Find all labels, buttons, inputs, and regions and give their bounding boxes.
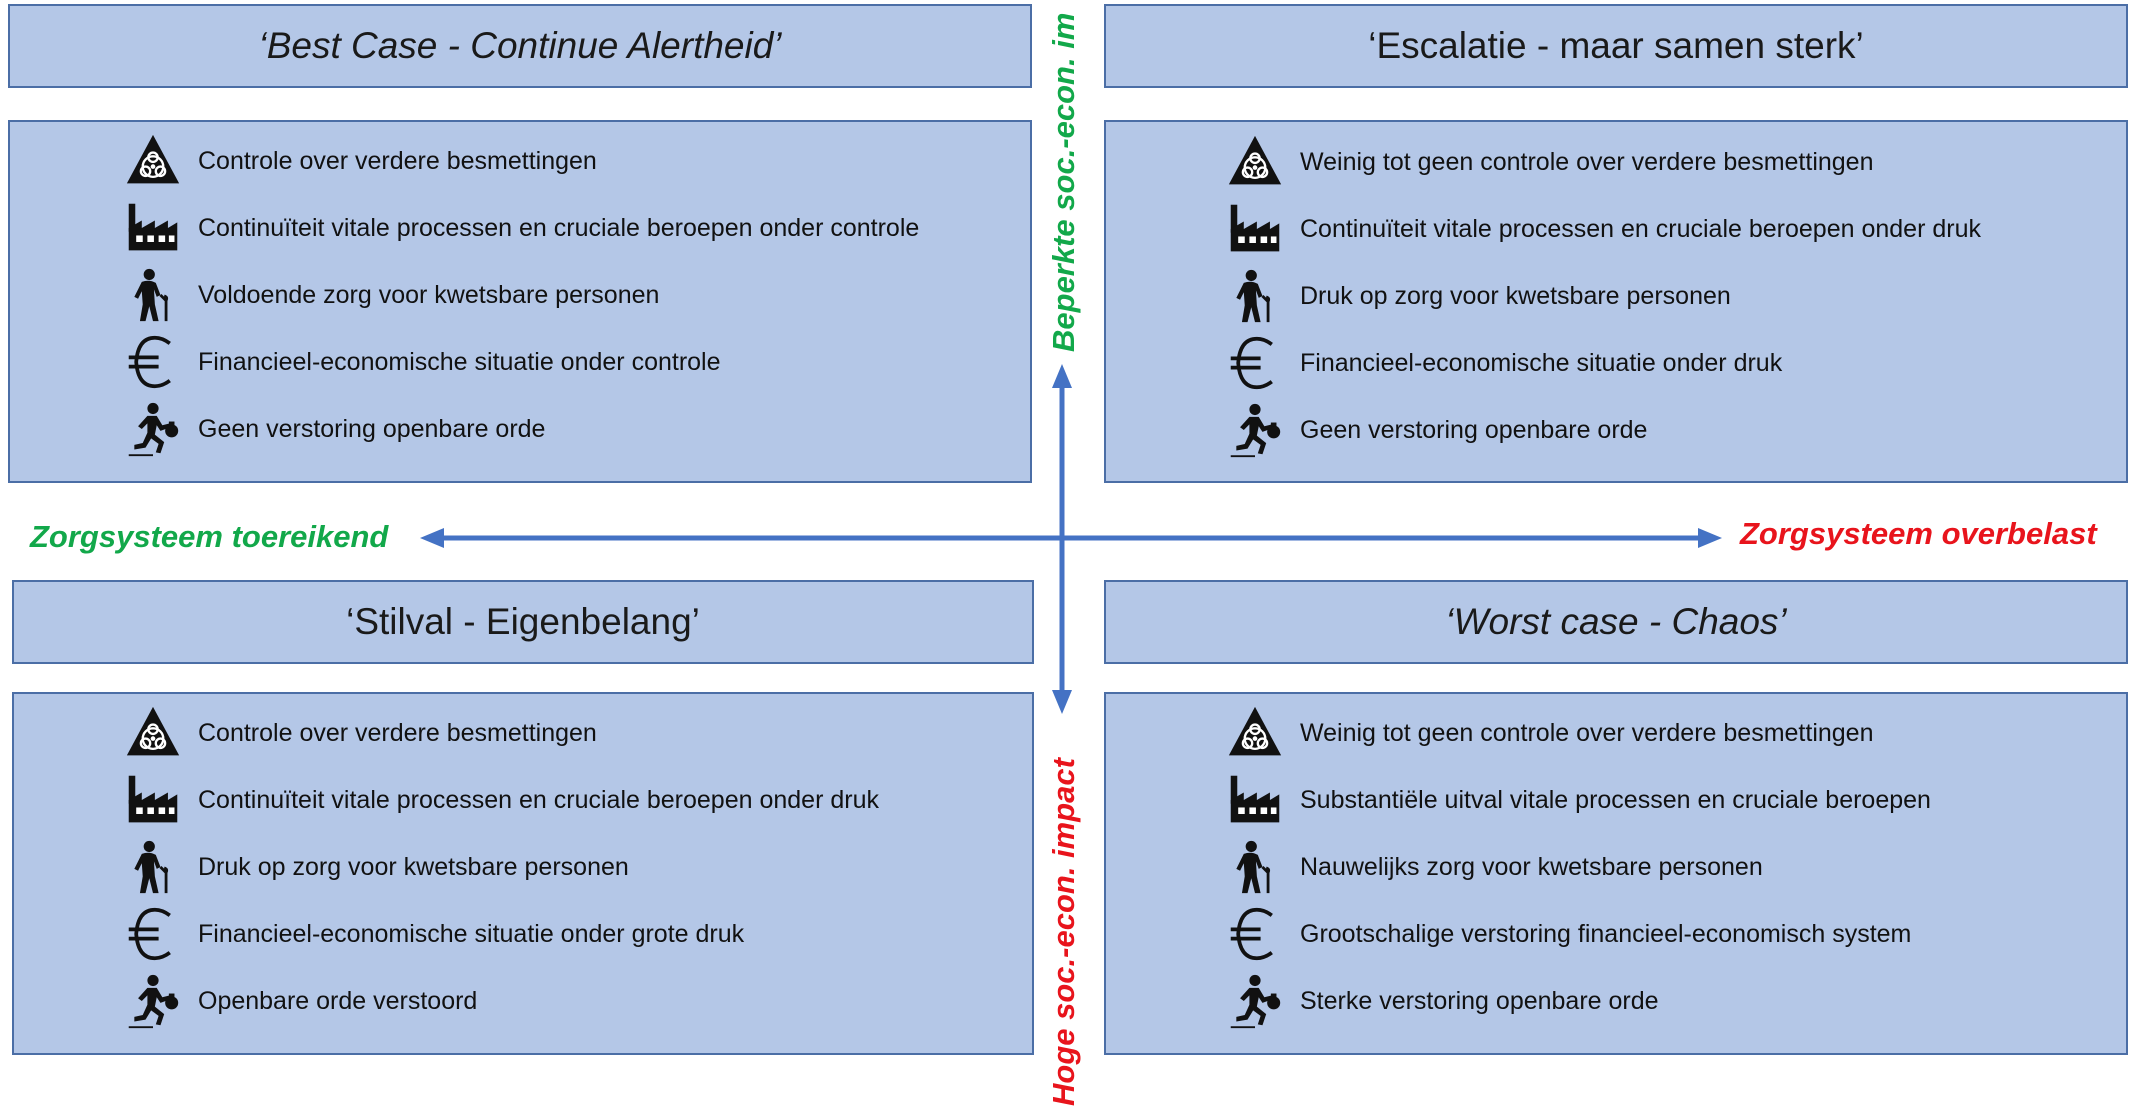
item-text: Continuïteit vitale processen en crucial… [1300, 214, 1981, 243]
scenario-title: ‘Stilval - Eigenbelang’ [346, 601, 700, 642]
item-text: Substantiële uitval vitale processen en … [1300, 785, 1931, 814]
list-item: Weinig tot geen controle over verdere be… [1224, 131, 1874, 193]
axis-label-top: Beperkte soc.-econ. im [1046, 12, 1081, 352]
list-item: Financieel-economische situatie onder co… [122, 331, 721, 393]
euro-icon [1224, 332, 1286, 394]
list-item: Financieel-economische situatie onder gr… [122, 903, 744, 965]
item-text: Weinig tot geen controle over verdere be… [1300, 718, 1874, 747]
quadrant-title-bottom-left: ‘Stilval - Eigenbelang’ [12, 580, 1034, 664]
item-text: Geen verstoring openbare orde [198, 414, 546, 443]
quadrant-items-top-right: Weinig tot geen controle over verdere be… [1104, 120, 2128, 483]
list-item: Nauwelijks zorg voor kwetsbare personen [1224, 836, 1763, 898]
item-text: Financieel-economische situatie onder dr… [1300, 348, 1783, 377]
vertical-axis-arrow [1052, 364, 1072, 714]
running-thief-icon [122, 970, 184, 1032]
euro-icon [122, 331, 184, 393]
list-item: Weinig tot geen controle over verdere be… [1224, 702, 1874, 764]
item-text: Druk op zorg voor kwetsbare personen [198, 852, 629, 881]
factory-icon [1224, 769, 1286, 831]
horizontal-axis-arrow [420, 528, 1722, 548]
list-item: Sterke verstoring openbare orde [1224, 970, 1659, 1032]
item-text: Controle over verdere besmettingen [198, 718, 597, 747]
item-text: Nauwelijks zorg voor kwetsbare personen [1300, 852, 1763, 881]
running-thief-icon [1224, 399, 1286, 461]
list-item: Continuïteit vitale processen en crucial… [122, 769, 879, 831]
quadrant-title-top-right: ‘Escalatie - maar samen sterk’ [1104, 4, 2128, 88]
item-text: Weinig tot geen controle over verdere be… [1300, 147, 1874, 176]
item-text: Grootschalige verstoring financieel-econ… [1300, 919, 1912, 948]
list-item: Druk op zorg voor kwetsbare personen [122, 836, 629, 898]
biohazard-icon [122, 702, 184, 764]
biohazard-icon [1224, 702, 1286, 764]
quadrant-title-bottom-right: ‘Worst case - Chaos’ [1104, 580, 2128, 664]
scenario-title: ‘Escalatie - maar samen sterk’ [1368, 25, 1864, 66]
list-item: Geen verstoring openbare orde [122, 398, 545, 460]
item-text: Continuïteit vitale processen en crucial… [198, 785, 879, 814]
factory-icon [122, 769, 184, 831]
list-item: Continuïteit vitale processen en crucial… [122, 197, 919, 259]
elderly-person-icon [122, 264, 184, 326]
scenario-title: ‘Best Case - Continue Alertheid’ [258, 25, 782, 66]
list-item: Openbare orde verstoord [122, 970, 477, 1032]
quadrant-items-top-left: Controle over verdere besmettingen Conti… [8, 120, 1032, 483]
list-item: Controle over verdere besmettingen [122, 702, 597, 764]
biohazard-icon [1224, 131, 1286, 193]
axis-label-bottom: Hoge soc.-econ. impact [1046, 758, 1081, 1106]
item-text: Financieel-economische situatie onder gr… [198, 919, 745, 948]
list-item: Voldoende zorg voor kwetsbare personen [122, 264, 659, 326]
item-text: Druk op zorg voor kwetsbare personen [1300, 281, 1731, 310]
list-item: Controle over verdere besmettingen [122, 130, 597, 192]
item-text: Sterke verstoring openbare orde [1300, 986, 1659, 1015]
elderly-person-icon [122, 836, 184, 898]
list-item: Continuïteit vitale processen en crucial… [1224, 198, 1981, 260]
scenario-title: ‘Worst case - Chaos’ [1445, 601, 1787, 642]
item-text: Geen verstoring openbare orde [1300, 415, 1648, 444]
quadrant-title-top-left: ‘Best Case - Continue Alertheid’ [8, 4, 1032, 88]
biohazard-icon [122, 130, 184, 192]
item-text: Controle over verdere besmettingen [198, 146, 597, 175]
euro-icon [122, 903, 184, 965]
list-item: Geen verstoring openbare orde [1224, 399, 1647, 461]
list-item: Substantiële uitval vitale processen en … [1224, 769, 1931, 831]
axis-label-left: Zorgsysteem toereikend [30, 519, 389, 554]
item-text: Financieel-economische situatie onder co… [198, 347, 721, 376]
running-thief-icon [122, 398, 184, 460]
running-thief-icon [1224, 970, 1286, 1032]
elderly-person-icon [1224, 836, 1286, 898]
list-item: Grootschalige verstoring financieel-econ… [1224, 903, 1911, 965]
euro-icon [1224, 903, 1286, 965]
elderly-person-icon [1224, 265, 1286, 327]
quadrant-items-bottom-left: Controle over verdere besmettingen Conti… [12, 692, 1034, 1055]
item-text: Continuïteit vitale processen en crucial… [198, 213, 920, 242]
factory-icon [1224, 198, 1286, 260]
axis-label-right: Zorgsysteem overbelast [1740, 516, 2097, 551]
item-text: Openbare orde verstoord [198, 986, 478, 1015]
factory-icon [122, 197, 184, 259]
list-item: Druk op zorg voor kwetsbare personen [1224, 265, 1731, 327]
item-text: Voldoende zorg voor kwetsbare personen [198, 280, 660, 309]
quadrant-items-bottom-right: Weinig tot geen controle over verdere be… [1104, 692, 2128, 1055]
list-item: Financieel-economische situatie onder dr… [1224, 332, 1782, 394]
